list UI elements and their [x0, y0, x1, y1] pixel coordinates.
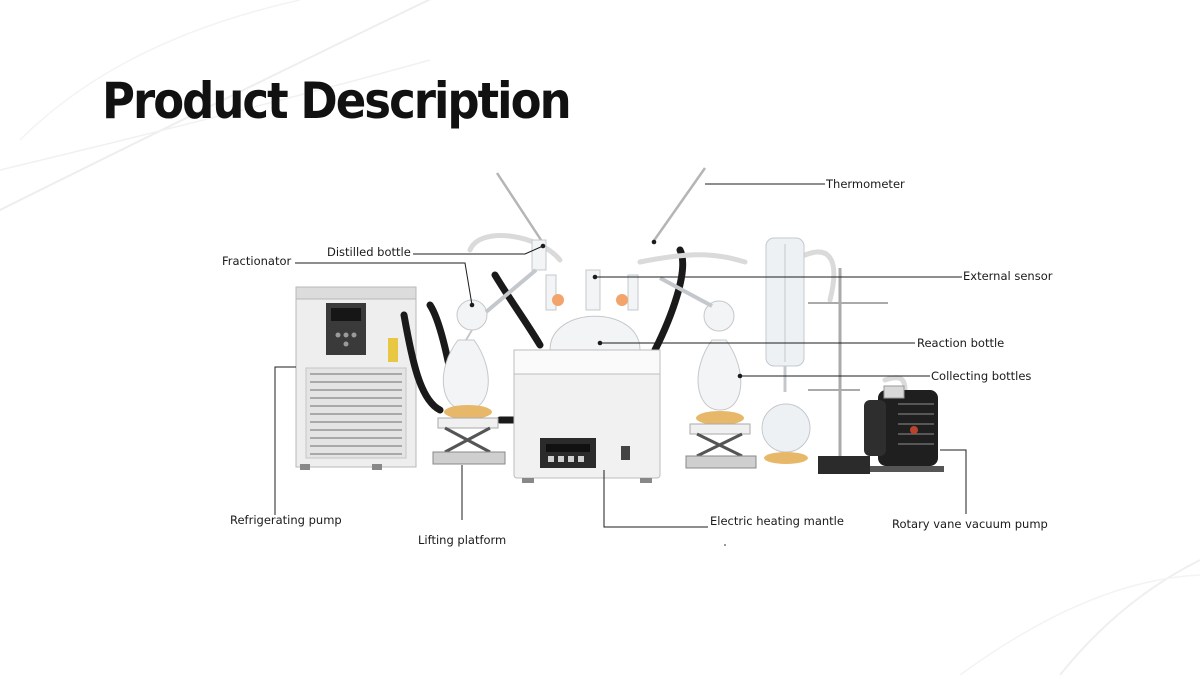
leader-dots — [469, 239, 743, 546]
label-fractionator: Fractionator — [222, 254, 291, 268]
label-rotary-vane-vacuum-pump: Rotary vane vacuum pump — [892, 517, 1048, 531]
refrigerating-pump-icon — [295, 286, 417, 470]
label-external-sensor: External sensor — [963, 269, 1053, 283]
electric-heating-mantle-icon — [513, 349, 661, 483]
external-sensor-probe-icon — [495, 172, 545, 244]
right-lifting-platform-icon — [685, 423, 757, 469]
retort-stand-icon — [808, 268, 888, 474]
left-lifting-platform-icon — [432, 417, 506, 465]
clear-tubing-icon — [467, 233, 908, 393]
label-distilled-bottle: Distilled bottle — [327, 245, 411, 259]
reaction-bottle-icon — [549, 269, 641, 351]
label-collecting-bottles: Collecting bottles — [931, 369, 1031, 383]
label-lifting-platform: Lifting platform — [418, 533, 506, 547]
leader-lines — [274, 183, 967, 528]
right-collecting-flask-icon — [659, 276, 744, 425]
rotary-vane-vacuum-pump-icon — [864, 385, 944, 472]
label-refrigerating-pump: Refrigerating pump — [230, 513, 342, 527]
label-electric-heating-mantle: Electric heating mantle — [710, 514, 844, 528]
thermometer-icon — [651, 167, 707, 243]
label-thermometer: Thermometer — [825, 177, 905, 191]
label-reaction-bottle: Reaction bottle — [917, 336, 1004, 350]
page-title: Product Description — [102, 72, 572, 130]
cold-trap-icon — [761, 237, 811, 464]
left-collecting-flask-icon — [442, 299, 492, 419]
